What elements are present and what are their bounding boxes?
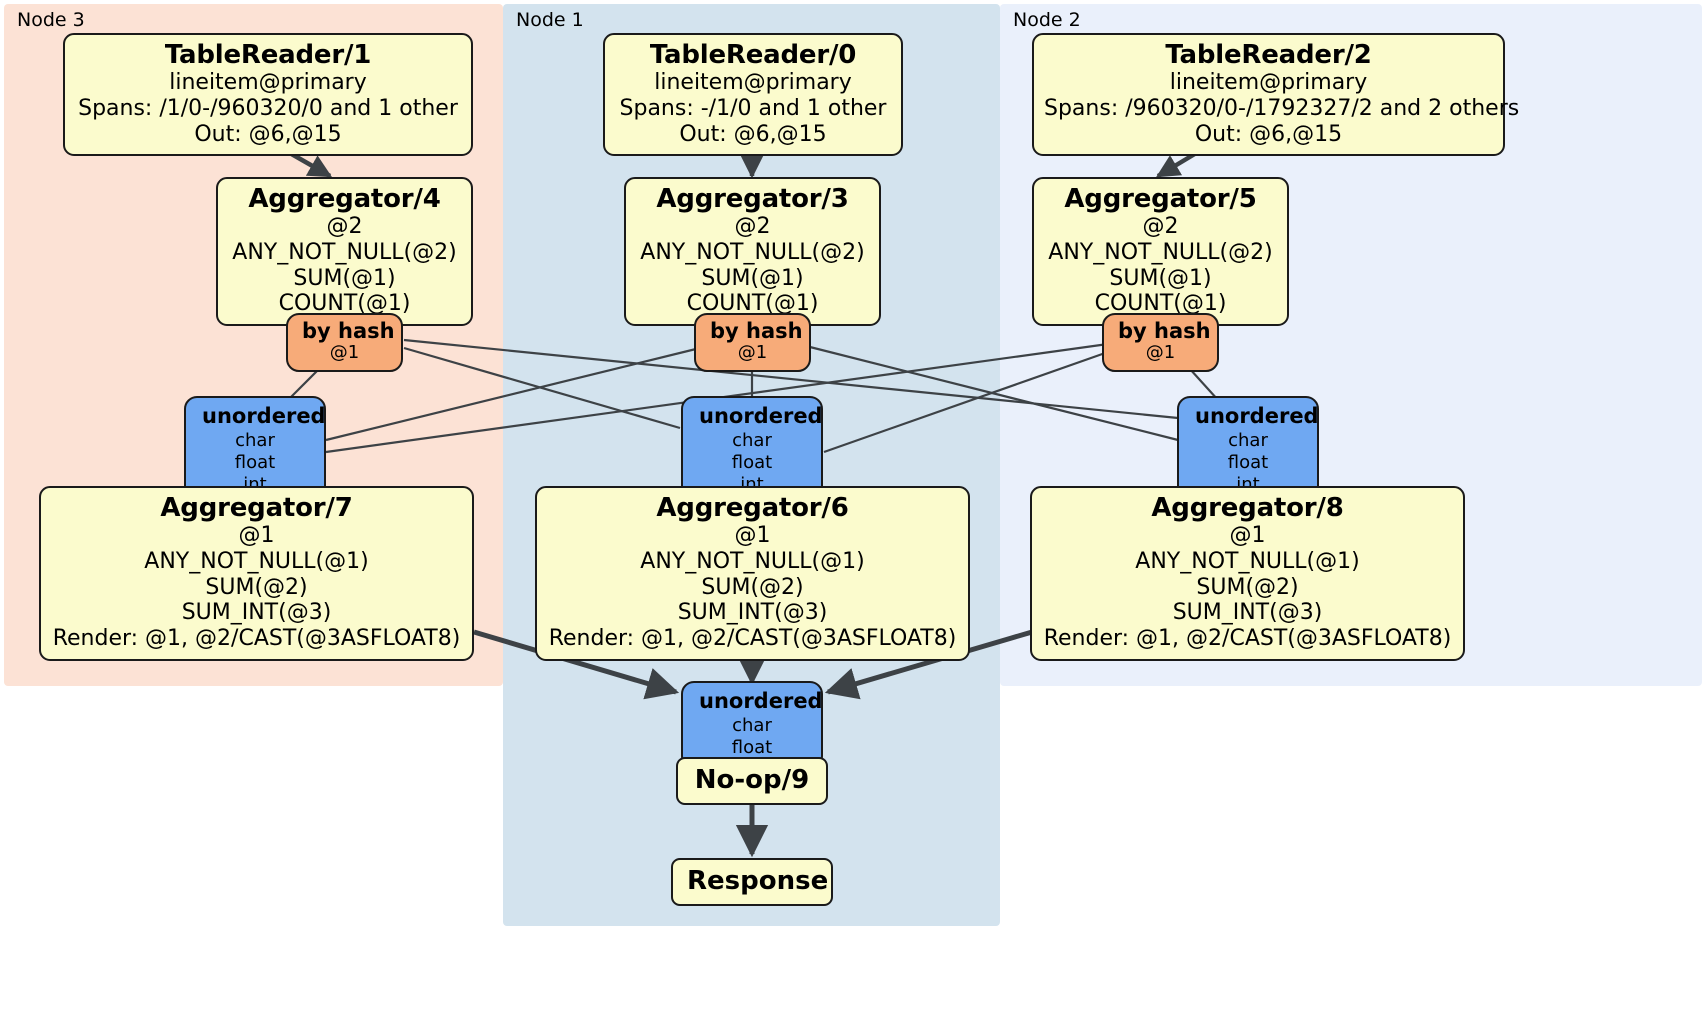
- router-title: by hash: [710, 319, 803, 343]
- processor-line: SUM_INT(@3): [181, 600, 332, 626]
- receiver-line: char: [732, 714, 772, 736]
- node-panel-label-node2: Node 2: [1013, 9, 1081, 31]
- processor-title: Aggregator/6: [656, 493, 849, 523]
- processor-line: Spans: /1/0-/960320/0 and 1 other: [78, 95, 458, 121]
- processor-title: Aggregator/4: [248, 184, 441, 214]
- processor-line: Render: @1, @2/CAST(@3ASFLOAT8): [52, 626, 461, 652]
- processor-line: SUM(@1): [1109, 265, 1212, 291]
- processor-line: Render: @1, @2/CAST(@3ASFLOAT8): [1043, 626, 1452, 652]
- processor-line: lineitem@primary: [654, 70, 852, 96]
- processor-title: TableReader/2: [1165, 40, 1372, 70]
- processor-line: SUM(@1): [293, 265, 396, 291]
- router-line: @1: [1145, 342, 1176, 364]
- processor-line: ANY_NOT_NULL(@1): [1135, 548, 1360, 574]
- processor-tablereader-2[interactable]: TableReader/2 lineitem@primary Spans: /9…: [1032, 33, 1520, 157]
- processor-line: Render: @1, @2/CAST(@3ASFLOAT8): [548, 626, 957, 652]
- processor-line: @1: [734, 523, 771, 549]
- processor-title: Aggregator/5: [1064, 184, 1257, 214]
- processor-line: SUM_INT(@3): [677, 600, 828, 626]
- processor-line: @1: [238, 523, 275, 549]
- processor-line: @2: [734, 214, 771, 240]
- processor-line: SUM(@2): [205, 574, 308, 600]
- node-panel-label-node3: Node 3: [17, 9, 85, 31]
- processor-title: TableReader/1: [164, 40, 372, 70]
- processor-line: @1: [1229, 523, 1266, 549]
- router-line: @1: [329, 342, 360, 364]
- processor-title: Aggregator/3: [656, 184, 849, 214]
- processor-title: Aggregator/7: [160, 493, 353, 523]
- processor-response[interactable]: Response: [671, 858, 833, 906]
- processor-line: Out: @6,@15: [679, 121, 827, 147]
- processor-line: Out: @6,@15: [1194, 121, 1343, 147]
- processor-line: @2: [1142, 214, 1179, 240]
- router-by-hash-node3[interactable]: by hash @1: [286, 313, 403, 372]
- processor-line: SUM_INT(@3): [1172, 600, 1323, 626]
- processor-line: ANY_NOT_NULL(@1): [144, 548, 369, 574]
- processor-line: lineitem@primary: [1169, 70, 1368, 96]
- receiver-title: unordered: [1195, 404, 1319, 428]
- processor-title: TableReader/0: [649, 40, 857, 70]
- processor-tablereader-0[interactable]: TableReader/0 lineitem@primary Spans: -/…: [603, 33, 903, 157]
- receiver-line: float: [234, 451, 276, 473]
- processor-line: lineitem@primary: [169, 70, 367, 96]
- router-title: by hash: [1118, 319, 1211, 343]
- receiver-line: char: [235, 429, 275, 451]
- receiver-title: unordered: [202, 404, 326, 428]
- processor-line: ANY_NOT_NULL(@2): [232, 239, 457, 265]
- router-by-hash-node1[interactable]: by hash @1: [694, 313, 811, 372]
- processor-line: ANY_NOT_NULL(@2): [1048, 239, 1273, 265]
- router-line: @1: [737, 342, 768, 364]
- processor-noop-9[interactable]: No-op/9: [676, 757, 828, 805]
- processor-line: COUNT(@1): [686, 291, 819, 317]
- processor-line: SUM(@2): [1196, 574, 1299, 600]
- processor-aggregator-7[interactable]: Aggregator/7 @1 ANY_NOT_NULL(@1) SUM(@2)…: [39, 486, 474, 661]
- processor-line: Out: @6,@15: [194, 121, 342, 147]
- processor-aggregator-5[interactable]: Aggregator/5 @2 ANY_NOT_NULL(@2) SUM(@1)…: [1032, 177, 1289, 327]
- processor-aggregator-3[interactable]: Aggregator/3 @2 ANY_NOT_NULL(@2) SUM(@1)…: [624, 177, 881, 327]
- node-panel-label-node1: Node 1: [516, 9, 584, 31]
- receiver-line: char: [1228, 429, 1268, 451]
- processor-line: Spans: /960320/0-/1792327/2 and 2 others: [1044, 95, 1520, 121]
- processor-line: COUNT(@1): [1094, 291, 1227, 317]
- receiver-line: float: [731, 736, 773, 758]
- receiver-unordered-final[interactable]: unordered char float: [681, 681, 823, 769]
- receiver-title: unordered: [699, 404, 823, 428]
- router-by-hash-node2[interactable]: by hash @1: [1102, 313, 1219, 372]
- receiver-line: char: [732, 429, 772, 451]
- receiver-line: float: [1227, 451, 1269, 473]
- processor-line: ANY_NOT_NULL(@1): [640, 548, 865, 574]
- processor-aggregator-4[interactable]: Aggregator/4 @2 ANY_NOT_NULL(@2) SUM(@1)…: [216, 177, 473, 327]
- processor-title: Aggregator/8: [1151, 493, 1344, 523]
- processor-line: SUM(@1): [701, 265, 804, 291]
- processor-line: SUM(@2): [701, 574, 804, 600]
- receiver-line: float: [731, 451, 773, 473]
- processor-aggregator-6[interactable]: Aggregator/6 @1 ANY_NOT_NULL(@1) SUM(@2)…: [535, 486, 970, 661]
- receiver-title: unordered: [699, 689, 823, 713]
- processor-line: ANY_NOT_NULL(@2): [640, 239, 865, 265]
- processor-line: @2: [326, 214, 363, 240]
- router-title: by hash: [302, 319, 395, 343]
- processor-line: COUNT(@1): [278, 291, 411, 317]
- processor-line: Spans: -/1/0 and 1 other: [619, 95, 887, 121]
- processor-aggregator-8[interactable]: Aggregator/8 @1 ANY_NOT_NULL(@1) SUM(@2)…: [1030, 486, 1465, 661]
- processor-tablereader-1[interactable]: TableReader/1 lineitem@primary Spans: /1…: [63, 33, 473, 157]
